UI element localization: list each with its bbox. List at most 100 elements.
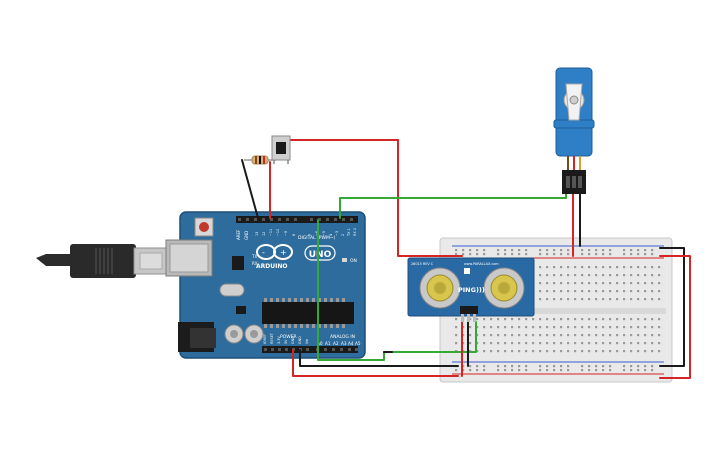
breadboard-hole[interactable] (602, 326, 605, 329)
breadboard-hole[interactable] (567, 274, 570, 277)
rail-hole[interactable] (644, 369, 647, 372)
breadboard-hole[interactable] (651, 266, 654, 269)
breadboard-hole[interactable] (581, 318, 584, 321)
rail-hole[interactable] (525, 365, 528, 368)
breadboard-hole[interactable] (490, 318, 493, 321)
breadboard-hole[interactable] (651, 274, 654, 277)
rail-hole[interactable] (476, 365, 479, 368)
breadboard-hole[interactable] (637, 290, 640, 293)
rail-hole[interactable] (637, 365, 640, 368)
breadboard-hole[interactable] (574, 350, 577, 353)
breadboard-hole[interactable] (602, 318, 605, 321)
breadboard-hole[interactable] (581, 266, 584, 269)
breadboard-hole[interactable] (644, 266, 647, 269)
breadboard-hole[interactable] (574, 318, 577, 321)
breadboard-hole[interactable] (525, 326, 528, 329)
rail-hole[interactable] (651, 249, 654, 252)
breadboard-hole[interactable] (490, 350, 493, 353)
breadboard-hole[interactable] (609, 282, 612, 285)
breadboard-hole[interactable] (483, 350, 486, 353)
breadboard-hole[interactable] (623, 334, 626, 337)
breadboard-hole[interactable] (546, 282, 549, 285)
rail-hole[interactable] (518, 253, 521, 256)
rail-hole[interactable] (588, 249, 591, 252)
breadboard-hole[interactable] (658, 274, 661, 277)
breadboard-hole[interactable] (469, 326, 472, 329)
rail-hole[interactable] (504, 365, 507, 368)
breadboard-hole[interactable] (483, 318, 486, 321)
rail-hole[interactable] (497, 369, 500, 372)
rail-hole[interactable] (539, 369, 542, 372)
rail-hole[interactable] (567, 369, 570, 372)
breadboard-hole[interactable] (609, 350, 612, 353)
servo-motor[interactable] (553, 67, 595, 194)
rail-hole[interactable] (518, 365, 521, 368)
breadboard-hole[interactable] (553, 350, 556, 353)
breadboard-hole[interactable] (462, 342, 465, 345)
breadboard-hole[interactable] (532, 342, 535, 345)
breadboard-hole[interactable] (539, 342, 542, 345)
breadboard-hole[interactable] (588, 282, 591, 285)
breadboard-hole[interactable] (574, 326, 577, 329)
rail-hole[interactable] (644, 249, 647, 252)
rail-hole[interactable] (546, 253, 549, 256)
breadboard-hole[interactable] (658, 318, 661, 321)
reset-button-cap[interactable] (199, 222, 209, 232)
breadboard-hole[interactable] (588, 274, 591, 277)
breadboard-hole[interactable] (623, 318, 626, 321)
breadboard-hole[interactable] (651, 318, 654, 321)
breadboard-hole[interactable] (504, 350, 507, 353)
breadboard-hole[interactable] (602, 342, 605, 345)
breadboard-hole[interactable] (525, 318, 528, 321)
breadboard-hole[interactable] (560, 298, 563, 301)
breadboard-hole[interactable] (525, 342, 528, 345)
breadboard-hole[interactable] (490, 334, 493, 337)
breadboard-hole[interactable] (588, 266, 591, 269)
breadboard-hole[interactable] (532, 334, 535, 337)
breadboard-hole[interactable] (616, 298, 619, 301)
breadboard-hole[interactable] (518, 334, 521, 337)
breadboard-hole[interactable] (616, 274, 619, 277)
breadboard-hole[interactable] (588, 350, 591, 353)
rail-hole[interactable] (602, 249, 605, 252)
breadboard-hole[interactable] (644, 290, 647, 293)
breadboard-hole[interactable] (602, 282, 605, 285)
breadboard-hole[interactable] (560, 282, 563, 285)
breadboard-hole[interactable] (644, 298, 647, 301)
breadboard-hole[interactable] (497, 326, 500, 329)
breadboard-hole[interactable] (511, 326, 514, 329)
rail-hole[interactable] (539, 249, 542, 252)
breadboard-hole[interactable] (616, 318, 619, 321)
breadboard-hole[interactable] (574, 342, 577, 345)
breadboard-hole[interactable] (595, 274, 598, 277)
breadboard-hole[interactable] (623, 274, 626, 277)
rail-hole[interactable] (469, 253, 472, 256)
breadboard-hole[interactable] (658, 350, 661, 353)
breadboard-hole[interactable] (553, 326, 556, 329)
rail-hole[interactable] (567, 249, 570, 252)
breadboard-hole[interactable] (560, 334, 563, 337)
breadboard-hole[interactable] (539, 282, 542, 285)
breadboard-hole[interactable] (644, 318, 647, 321)
rail-hole[interactable] (546, 369, 549, 372)
breadboard-hole[interactable] (588, 326, 591, 329)
breadboard-hole[interactable] (637, 274, 640, 277)
rail-hole[interactable] (595, 253, 598, 256)
pushbutton-cap[interactable] (276, 142, 286, 154)
breadboard-hole[interactable] (574, 290, 577, 293)
breadboard-hole[interactable] (546, 318, 549, 321)
rail-hole[interactable] (469, 365, 472, 368)
breadboard-hole[interactable] (553, 298, 556, 301)
breadboard-hole[interactable] (630, 274, 633, 277)
breadboard-hole[interactable] (658, 266, 661, 269)
breadboard-hole[interactable] (630, 334, 633, 337)
pushbutton[interactable] (271, 135, 291, 164)
breadboard-hole[interactable] (630, 298, 633, 301)
rail-hole[interactable] (483, 253, 486, 256)
rail-hole[interactable] (539, 365, 542, 368)
breadboard-hole[interactable] (476, 350, 479, 353)
breadboard-hole[interactable] (651, 326, 654, 329)
breadboard-hole[interactable] (518, 342, 521, 345)
rail-hole[interactable] (630, 249, 633, 252)
breadboard-hole[interactable] (504, 326, 507, 329)
